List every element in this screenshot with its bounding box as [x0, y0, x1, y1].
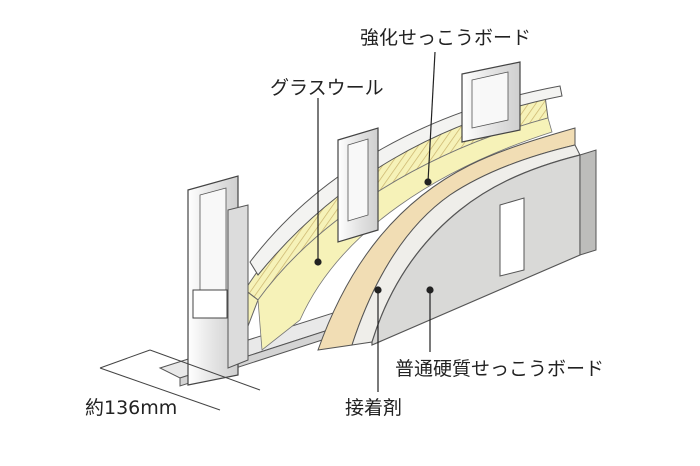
normal-gypsum-board	[371, 149, 597, 346]
label-reinforced-gypsum: 強化せっこうボード	[360, 27, 531, 49]
steel-stud-middle	[337, 127, 379, 243]
steel-stud-left	[187, 175, 249, 386]
label-normal-gypsum: 普通硬質せっこうボード	[395, 358, 604, 380]
steel-stud-right	[461, 61, 521, 143]
reinforced-gypsum-back-edge	[249, 85, 563, 276]
label-dimension: 約136mm	[85, 397, 177, 419]
label-glass-wool: グラスウール	[270, 77, 384, 99]
dimension-indicator	[99, 349, 261, 411]
label-adhesive: 接着剤	[345, 397, 402, 419]
leader-lines	[314, 51, 436, 392]
